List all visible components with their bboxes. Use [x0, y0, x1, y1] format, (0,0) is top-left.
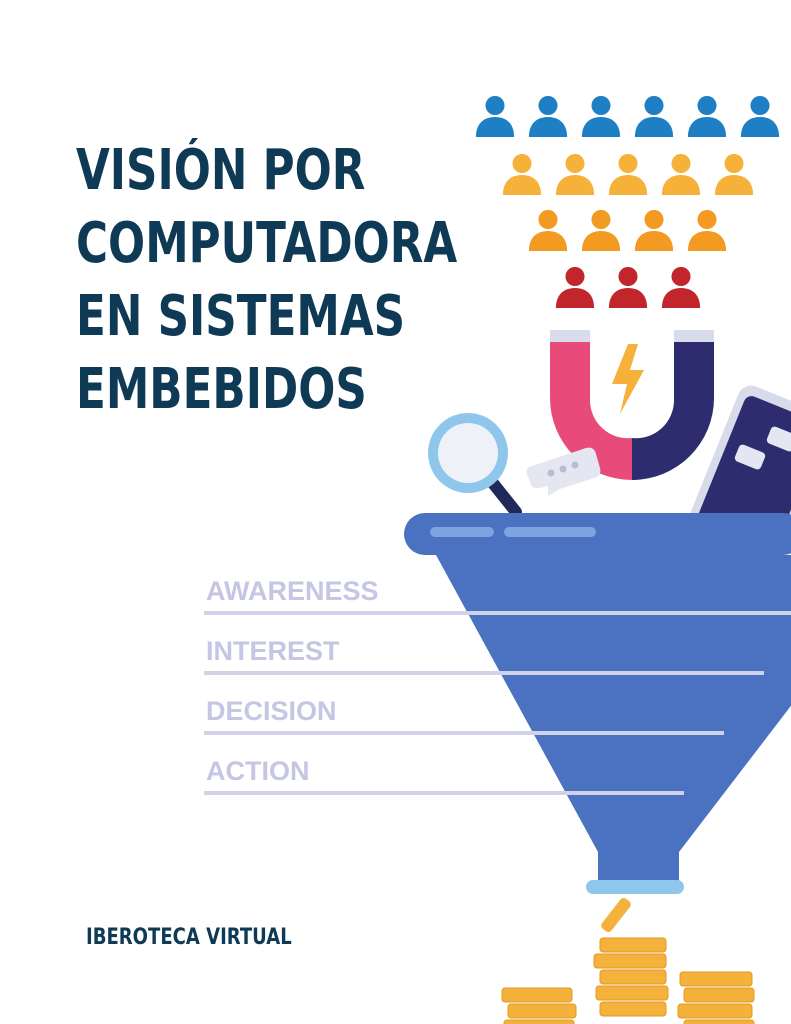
person-icon	[634, 95, 674, 137]
stage-label-awareness: AWARENESS	[206, 576, 379, 606]
stage-label-decision: DECISION	[206, 696, 337, 726]
person-icon	[608, 153, 648, 195]
stage-line-decision	[204, 731, 724, 735]
title-line-1: VISIÓN POR	[76, 138, 366, 203]
person-icon	[528, 209, 568, 251]
person-icon	[555, 153, 595, 195]
title-line-3: EN SISTEMAS	[76, 284, 406, 349]
stage-line-interest	[204, 671, 764, 675]
coin-stacks-icon	[501, 937, 755, 1024]
people-row-red	[555, 266, 701, 308]
magnet-icon	[550, 330, 714, 480]
lightning-icon	[612, 344, 644, 414]
person-icon	[528, 95, 568, 137]
person-icon	[714, 153, 754, 195]
person-icon	[687, 209, 727, 251]
people-row-blue	[475, 95, 780, 137]
person-icon	[581, 209, 621, 251]
person-icon	[555, 266, 595, 308]
title-line-4: EMBEBIDOS	[76, 357, 367, 422]
stage-label-interest: INTEREST	[206, 636, 340, 666]
person-icon	[687, 95, 727, 137]
people-row-yellow	[502, 153, 754, 195]
person-icon	[581, 95, 621, 137]
person-icon	[475, 95, 515, 137]
person-icon	[661, 266, 701, 308]
person-icon	[661, 153, 701, 195]
publisher-name: IBEROTECA VIRTUAL	[86, 925, 292, 950]
stage-line-awareness	[204, 611, 791, 615]
chat-bubble-icon	[526, 447, 601, 496]
person-icon	[634, 209, 674, 251]
coin-stream	[601, 897, 631, 933]
person-icon	[502, 153, 542, 195]
magnifier-icon	[428, 413, 522, 518]
stage-label-action: ACTION	[206, 756, 310, 786]
person-icon	[740, 95, 780, 137]
funnel-icon	[404, 513, 791, 894]
stage-line-action	[204, 791, 684, 795]
person-icon	[608, 266, 648, 308]
people-row-orange	[528, 209, 727, 251]
